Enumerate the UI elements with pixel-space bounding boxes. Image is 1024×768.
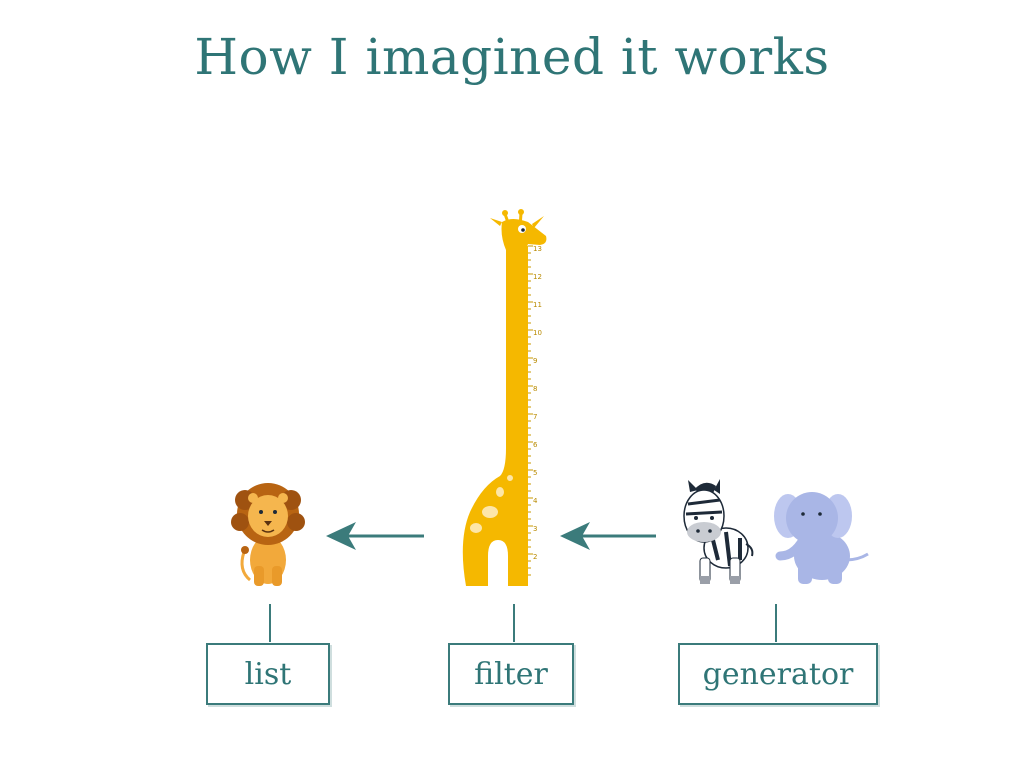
list-label-box: list	[206, 643, 330, 705]
ruler-mark: 3	[533, 525, 537, 533]
arrow-left-icon	[560, 522, 656, 550]
ruler-mark: 12	[533, 273, 542, 281]
list-label: list	[244, 656, 292, 692]
ruler-mark: 8	[533, 385, 537, 393]
ruler-ticks	[528, 245, 533, 576]
elephant-icon	[774, 492, 869, 584]
ruler-marks: 13 12 11 10 9 8 7 6 5 4 3 2	[533, 245, 542, 561]
generator-label: generator	[702, 656, 854, 692]
lion-icon	[231, 483, 305, 586]
generator-label-box: generator	[678, 643, 878, 705]
ruler-mark: 11	[533, 301, 542, 309]
filter-label: filter	[474, 656, 548, 692]
zebra-icon	[683, 479, 754, 584]
ruler-mark: 13	[533, 245, 542, 253]
ruler-mark: 4	[533, 497, 538, 505]
ruler-mark: 5	[533, 469, 537, 477]
ruler-mark: 10	[533, 329, 542, 337]
ruler-mark: 9	[533, 357, 537, 365]
ruler-mark: 7	[533, 413, 537, 421]
giraffe-icon	[462, 209, 547, 586]
page-title: How I imagined it works	[194, 28, 830, 86]
filter-label-box: filter	[448, 643, 574, 705]
ruler-mark: 2	[533, 553, 537, 561]
arrow-left-icon	[326, 522, 424, 550]
ruler-mark: 6	[533, 441, 538, 449]
